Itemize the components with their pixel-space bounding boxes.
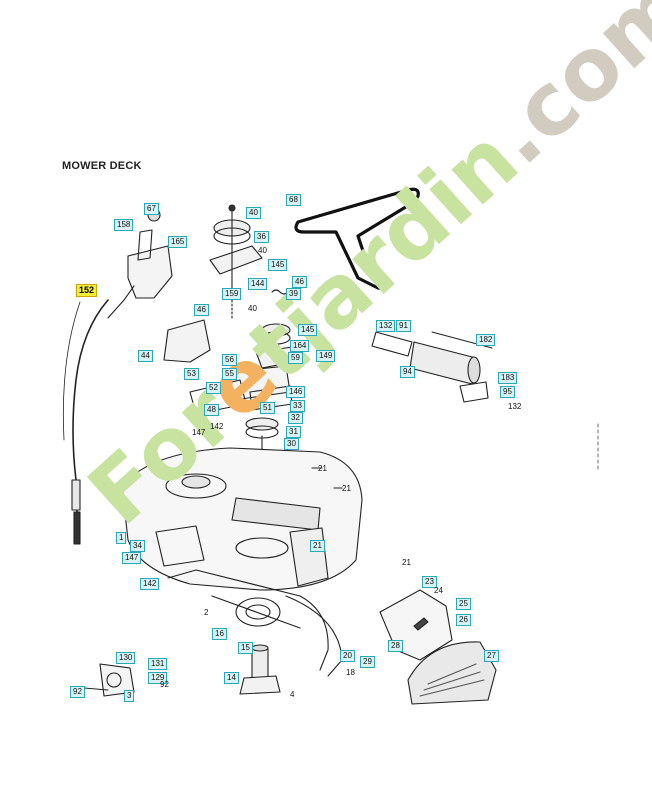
callout-c39[interactable]: 39: [286, 288, 301, 300]
callout-c53[interactable]: 53: [184, 368, 199, 380]
callout-c56[interactable]: 56: [222, 354, 237, 366]
label-p2: 2: [204, 608, 209, 617]
callout-c131[interactable]: 131: [148, 658, 168, 670]
callout-c48[interactable]: 48: [204, 404, 219, 416]
idler-arm: [163, 319, 211, 363]
callout-c92[interactable]: 92: [70, 686, 85, 698]
callout-c28[interactable]: 28: [388, 640, 403, 652]
callout-c31[interactable]: 31: [286, 426, 301, 438]
callout-c34[interactable]: 34: [130, 540, 145, 552]
callout-c147b[interactable]: 147: [122, 552, 142, 564]
anti-scalp-roller: [371, 331, 493, 403]
label-p40b: 40: [258, 246, 267, 255]
callout-c91[interactable]: 91: [396, 320, 411, 332]
callout-c32[interactable]: 32: [288, 412, 303, 424]
callout-c182[interactable]: 182: [476, 334, 496, 346]
callout-c165[interactable]: 165: [168, 236, 188, 248]
label-p21b: 21: [342, 484, 351, 493]
callout-c94[interactable]: 94: [400, 366, 415, 378]
callout-c16[interactable]: 16: [212, 628, 227, 640]
callout-c46a[interactable]: 46: [292, 276, 307, 288]
callout-c144[interactable]: 144: [248, 278, 268, 290]
callout-c26[interactable]: 26: [456, 614, 471, 626]
callout-c183[interactable]: 183: [498, 372, 518, 384]
callout-c142b[interactable]: 142: [140, 578, 160, 590]
callout-c159[interactable]: 159: [222, 288, 242, 300]
label-p21a: 21: [318, 464, 327, 473]
highlighted-part-label[interactable]: 152: [76, 284, 98, 297]
callout-c46b[interactable]: 46: [194, 304, 209, 316]
label-p24: 24: [434, 586, 443, 595]
label-p142a: 142: [210, 422, 224, 431]
callout-c15[interactable]: 15: [238, 642, 253, 654]
control-cable: [72, 299, 109, 541]
label-p92b: 92: [160, 680, 169, 689]
label-p40c: 40: [248, 304, 257, 313]
callout-c21c[interactable]: 21: [310, 540, 325, 552]
callout-c29[interactable]: 29: [360, 656, 375, 668]
label-p147a: 147: [192, 428, 206, 437]
callout-c25[interactable]: 25: [456, 598, 471, 610]
callout-c33[interactable]: 33: [290, 400, 305, 412]
callout-c132a[interactable]: 132: [376, 320, 396, 332]
label-p18: 18: [346, 668, 355, 677]
callout-c67[interactable]: 67: [144, 203, 159, 215]
callout-c129[interactable]: 129: [148, 672, 168, 684]
callout-c52[interactable]: 52: [206, 382, 221, 394]
cutting-blade: [211, 595, 301, 629]
callout-c158[interactable]: 158: [114, 219, 134, 231]
callout-c146[interactable]: 146: [286, 386, 306, 398]
callout-c20[interactable]: 20: [340, 650, 355, 662]
callout-c130[interactable]: 130: [116, 652, 136, 664]
drive-belt: [294, 187, 420, 290]
label-p4: 4: [290, 690, 295, 699]
callout-c36[interactable]: 36: [254, 231, 269, 243]
callout-c59[interactable]: 59: [288, 352, 303, 364]
callout-c51[interactable]: 51: [260, 402, 275, 414]
callout-c44[interactable]: 44: [138, 350, 153, 362]
callout-c40a[interactable]: 40: [246, 207, 261, 219]
callout-c145b[interactable]: 145: [298, 324, 318, 336]
callout-c1[interactable]: 1: [116, 532, 127, 544]
callout-c27[interactable]: 27: [484, 650, 499, 662]
callout-c55[interactable]: 55: [222, 368, 237, 380]
callout-c23[interactable]: 23: [422, 576, 437, 588]
label-p132b: 132: [508, 402, 522, 411]
callout-c3[interactable]: 3: [124, 690, 135, 702]
callout-c95[interactable]: 95: [500, 386, 515, 398]
callout-c145a[interactable]: 145: [268, 259, 288, 271]
idler-pulley-assembly: [209, 204, 263, 293]
callout-c68[interactable]: 68: [286, 194, 301, 206]
callout-c30[interactable]: 30: [284, 438, 299, 450]
label-p21d: 21: [402, 558, 411, 567]
callout-c164[interactable]: 164: [290, 340, 310, 352]
callout-c149[interactable]: 149: [316, 350, 336, 362]
diagram-title: MOWER DECK: [62, 160, 142, 172]
callout-c14[interactable]: 14: [224, 672, 239, 684]
